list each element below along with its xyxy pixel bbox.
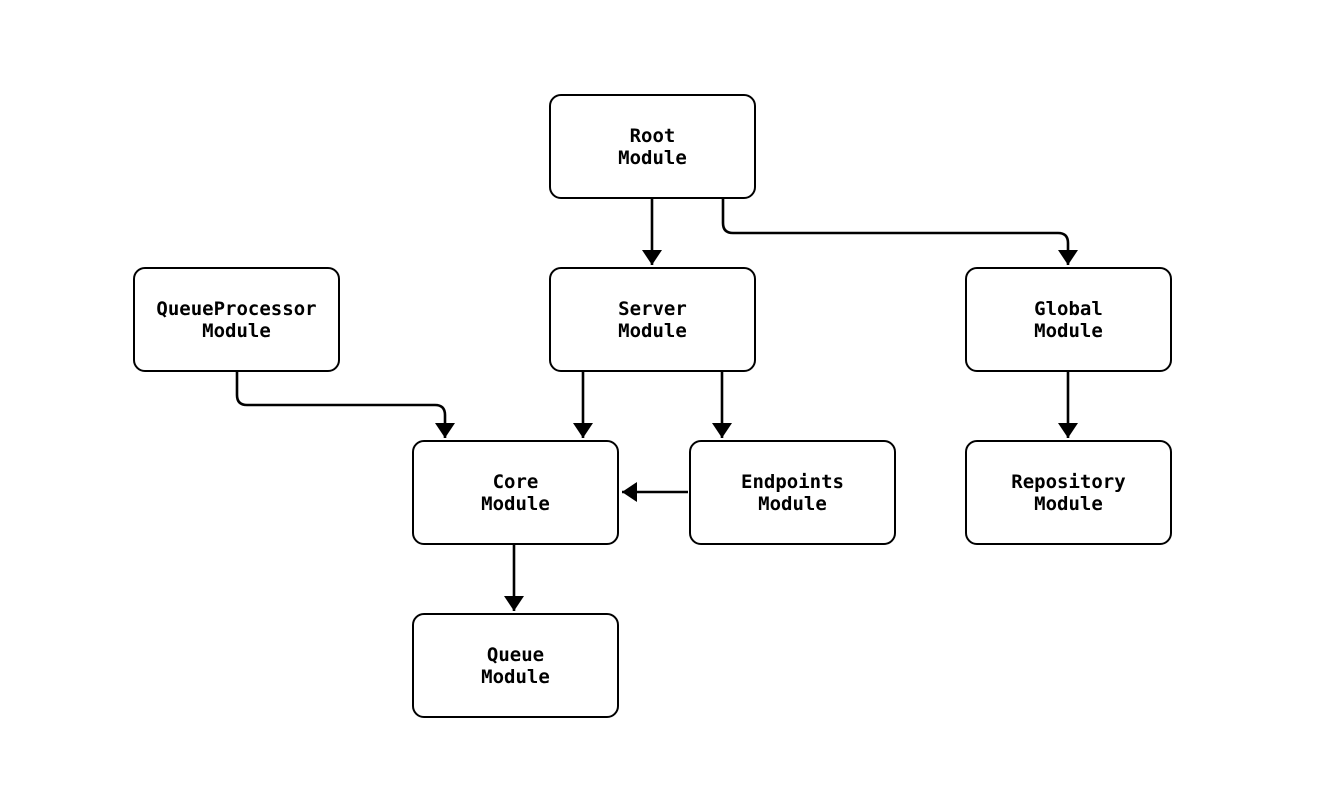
node-core-module: Core Module bbox=[412, 440, 619, 545]
node-root-module-label: Root Module bbox=[618, 124, 687, 169]
node-queue-module-label: Queue Module bbox=[481, 643, 550, 688]
node-server-module: Server Module bbox=[549, 267, 756, 372]
node-endpoints-module-label: Endpoints Module bbox=[741, 470, 844, 515]
node-queueprocessor-module: QueueProcessor Module bbox=[133, 267, 340, 372]
node-global-module-label: Global Module bbox=[1034, 297, 1103, 342]
node-queue-module: Queue Module bbox=[412, 613, 619, 718]
node-repository-module-label: Repository Module bbox=[1011, 470, 1126, 515]
node-server-module-label: Server Module bbox=[618, 297, 687, 342]
node-core-module-label: Core Module bbox=[481, 470, 550, 515]
node-endpoints-module: Endpoints Module bbox=[689, 440, 896, 545]
edge-queueprocessor-to-core bbox=[235, 372, 455, 438]
node-global-module: Global Module bbox=[965, 267, 1172, 372]
node-queueprocessor-module-label: QueueProcessor Module bbox=[156, 297, 317, 342]
node-root-module: Root Module bbox=[549, 94, 756, 199]
edge-root-to-global bbox=[721, 198, 1078, 265]
node-repository-module: Repository Module bbox=[965, 440, 1172, 545]
